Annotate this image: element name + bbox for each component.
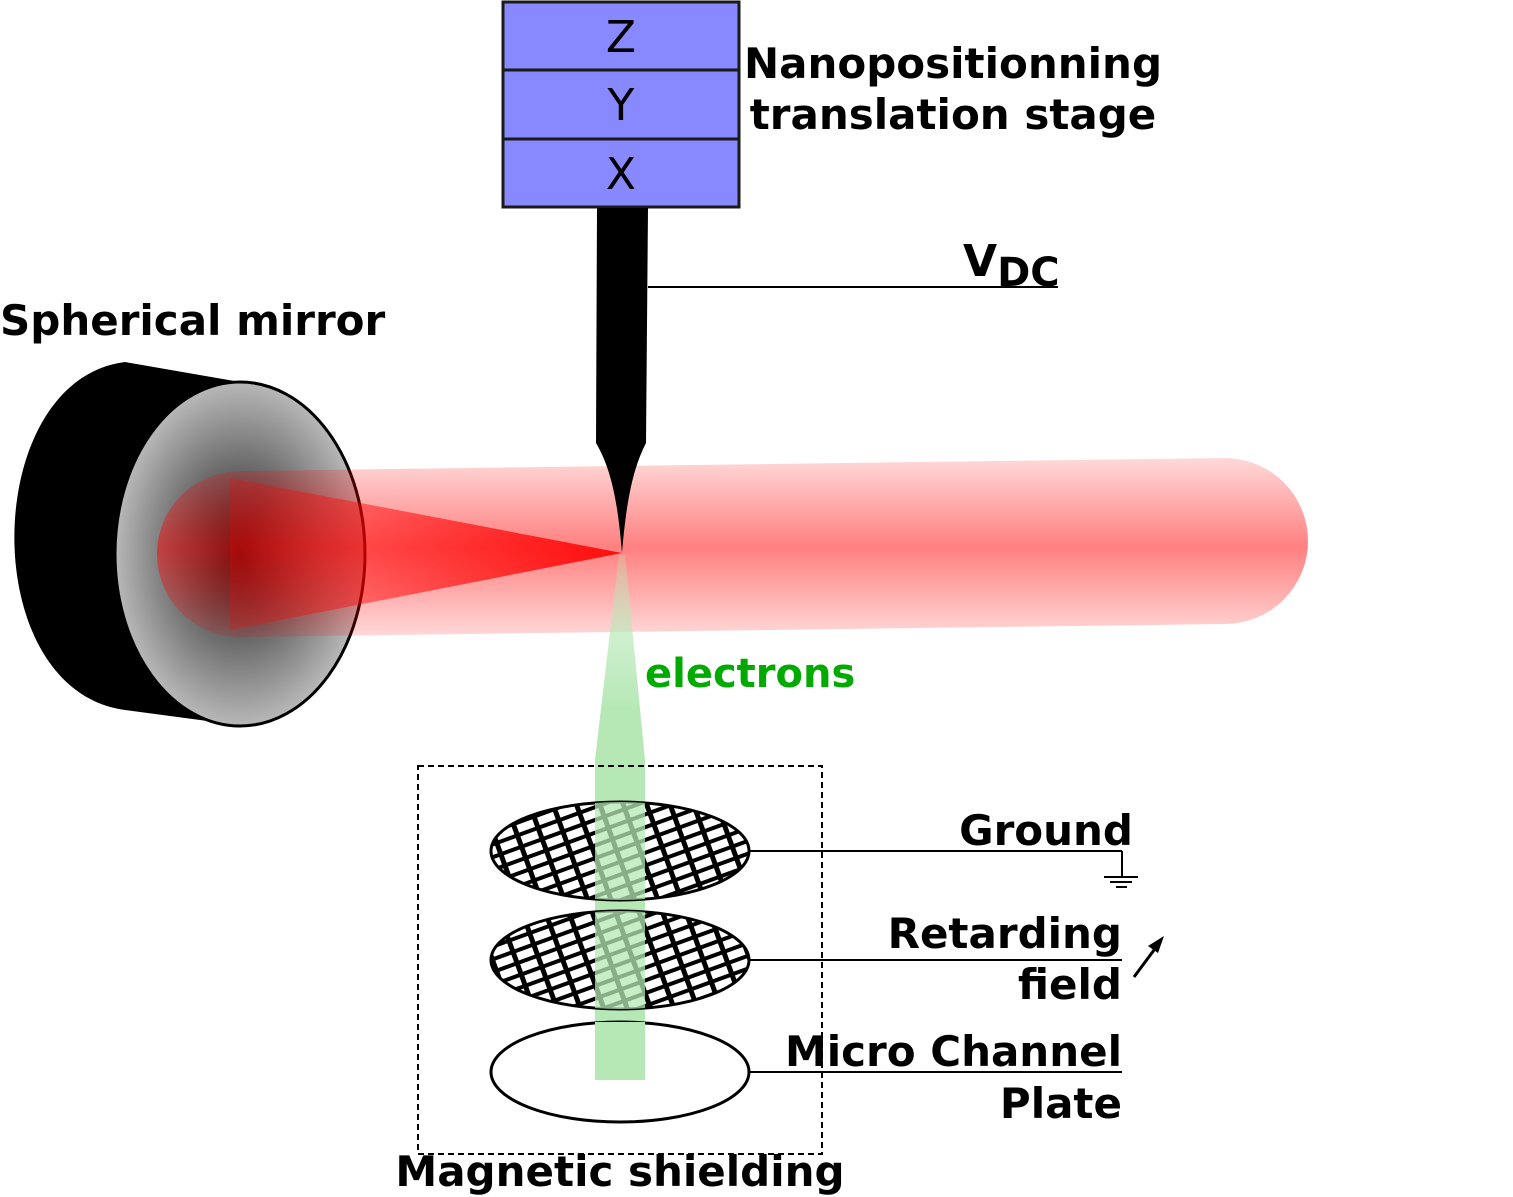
stage-axis-x: X bbox=[606, 149, 636, 200]
vdc-main: V bbox=[963, 236, 997, 287]
emitter-tip bbox=[596, 208, 648, 553]
micro-channel-plate bbox=[489, 1020, 751, 1124]
retarding-grid bbox=[489, 909, 751, 1011]
laser-beam bbox=[157, 458, 1308, 637]
mcp-label-line2: Plate bbox=[1000, 1079, 1122, 1128]
ground-grid bbox=[489, 800, 751, 902]
stage-label-line1: Nanopositionning bbox=[744, 39, 1162, 88]
magnetic-shielding-box bbox=[417, 765, 823, 1155]
stage-label-line2: translation stage bbox=[750, 90, 1157, 139]
ground-label: Ground bbox=[959, 806, 1133, 855]
mirror-label: Spherical mirror bbox=[0, 296, 386, 345]
grid-wires bbox=[749, 850, 1123, 1073]
retarding-label-line1: Retarding bbox=[888, 909, 1122, 958]
mcp-label-line1: Micro Channel bbox=[785, 1027, 1122, 1076]
translation-stage: Z Y X bbox=[501, 0, 741, 209]
vdc-label: VDC bbox=[963, 236, 1060, 296]
stage-axis-y: Y bbox=[607, 80, 635, 131]
electrons-label: electrons bbox=[645, 651, 855, 697]
vdc-subscript: DC bbox=[997, 250, 1060, 296]
shielding-label: Magnetic shielding bbox=[395, 1147, 844, 1196]
focused-laser-cone bbox=[230, 478, 622, 630]
variable-voltage-arrow-icon bbox=[1132, 936, 1164, 978]
retarding-label-line2: field bbox=[1018, 960, 1122, 1009]
stage-axis-z: Z bbox=[606, 12, 636, 63]
ground-symbol-icon bbox=[1104, 876, 1138, 888]
